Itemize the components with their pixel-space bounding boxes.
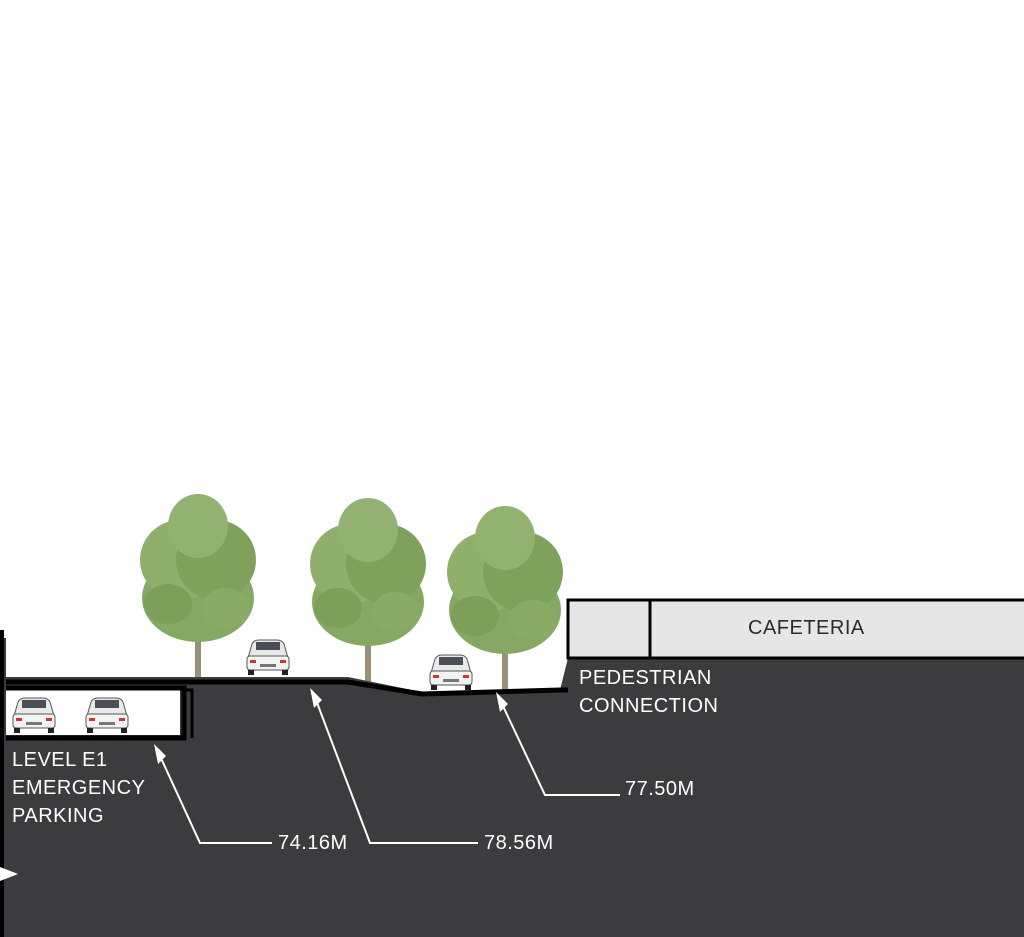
cafeteria-building xyxy=(566,598,1024,660)
arrow-head-icon xyxy=(310,688,322,708)
tree-1 xyxy=(140,494,256,678)
parking-line-2: EMERGENCY xyxy=(12,777,146,799)
arrow-head-icon xyxy=(496,692,508,712)
elevation-78-56: 78.56M xyxy=(484,832,554,854)
section-marker-icon xyxy=(0,867,18,881)
leader-78-56 xyxy=(315,699,478,844)
parking-line-3: PARKING xyxy=(12,805,105,827)
ground-mass xyxy=(0,638,1024,937)
pedestrian-line-1: PEDESTRIAN xyxy=(579,667,712,689)
parking-level-label: LEVEL E1 EMERGENCY PARKING xyxy=(12,746,145,830)
elevation-77-50: 77.50M xyxy=(625,778,695,800)
elevation-74-16: 74.16M xyxy=(278,832,348,854)
car-icon-lower-road xyxy=(429,654,473,691)
car-icon-parking-2 xyxy=(85,697,129,734)
leader-74-16 xyxy=(159,755,272,844)
car-icon-upper-road xyxy=(246,639,290,676)
road-surface xyxy=(6,679,568,697)
pedestrian-line-2: CONNECTION xyxy=(579,695,719,717)
car-icon-parking-1 xyxy=(12,697,56,734)
parking-line-1: LEVEL E1 xyxy=(12,749,108,771)
arrow-head-icon xyxy=(154,744,166,764)
pedestrian-connection-label: PEDESTRIAN CONNECTION xyxy=(579,664,718,720)
leader-77-50 xyxy=(501,703,620,796)
tree-2 xyxy=(310,498,426,682)
cafeteria-label: CAFETERIA xyxy=(748,617,865,639)
